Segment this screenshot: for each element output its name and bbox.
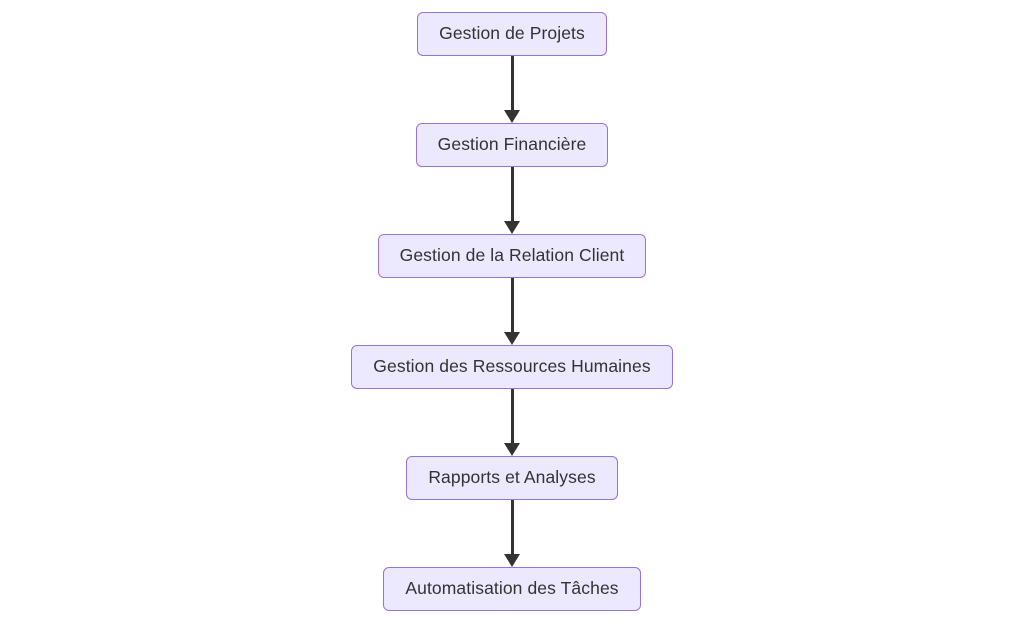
- edge-line: [510, 500, 514, 555]
- flow-node-gestion-de-la-relation-client[interactable]: Gestion de la Relation Client: [377, 234, 647, 278]
- arrow-down-icon: [504, 110, 520, 123]
- flow-edge-n1-n2: [503, 56, 521, 123]
- flow-node-gestion-des-ressources-humaines[interactable]: Gestion des Ressources Humaines: [351, 345, 673, 389]
- flow-node-label: Gestion des Ressources Humaines: [373, 356, 651, 377]
- flow-edge-n5-n6: [503, 500, 521, 567]
- flow-node-automatisation-des-taches[interactable]: Automatisation des Tâches: [383, 567, 641, 611]
- flow-node-gestion-financiere[interactable]: Gestion Financière: [415, 123, 609, 167]
- edge-line: [510, 278, 514, 333]
- flow-node-label: Gestion de Projets: [439, 23, 585, 44]
- flow-node-label: Rapports et Analyses: [428, 467, 596, 488]
- edge-line: [510, 167, 514, 222]
- arrow-down-icon: [504, 221, 520, 234]
- flow-node-rapports-et-analyses[interactable]: Rapports et Analyses: [406, 456, 618, 500]
- flow-edge-n4-n5: [503, 389, 521, 456]
- flow-node-label: Gestion Financière: [437, 134, 587, 155]
- edge-line: [510, 389, 514, 444]
- flow-node-gestion-de-projets[interactable]: Gestion de Projets: [417, 12, 607, 56]
- flow-edge-n2-n3: [503, 167, 521, 234]
- arrow-down-icon: [504, 443, 520, 456]
- flow-node-label: Gestion de la Relation Client: [399, 245, 625, 266]
- edge-line: [510, 56, 514, 111]
- flow-node-label: Automatisation des Tâches: [405, 578, 619, 599]
- arrow-down-icon: [504, 332, 520, 345]
- flow-edge-n3-n4: [503, 278, 521, 345]
- arrow-down-icon: [504, 554, 520, 567]
